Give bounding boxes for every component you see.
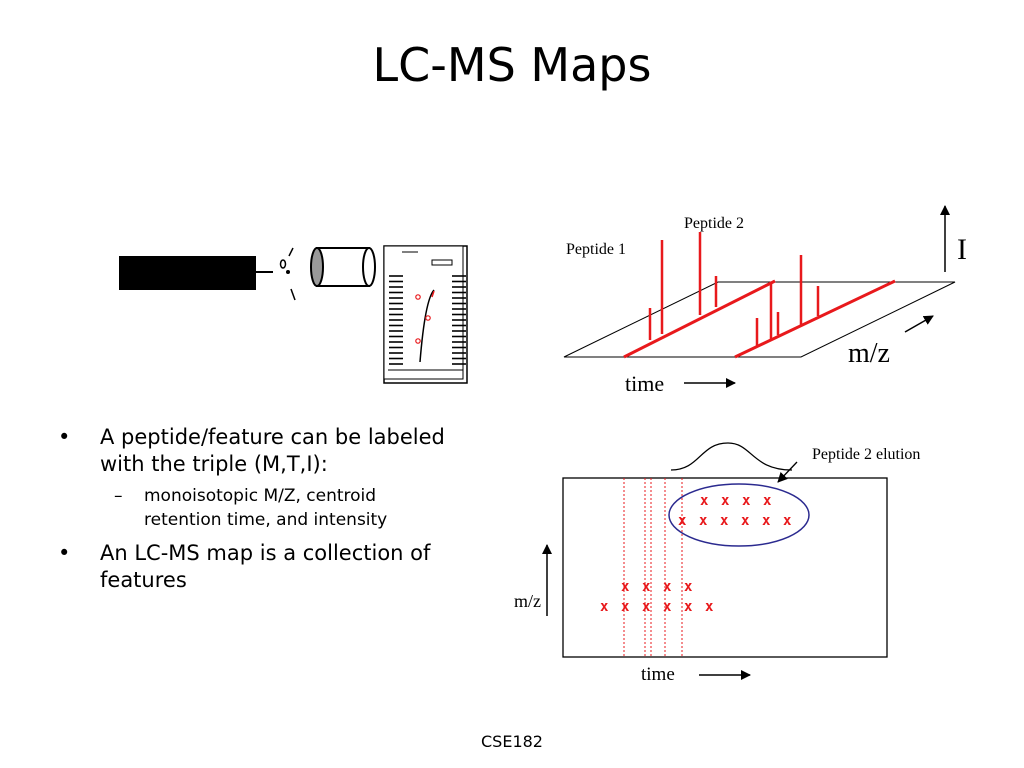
- bullet-list: • A peptide/feature can be labeled with …: [58, 424, 458, 600]
- peptide-peaks: [648, 232, 820, 346]
- detector-point: [415, 338, 421, 344]
- red-time-line-2: [734, 279, 896, 359]
- feature-mark: x: [663, 579, 672, 595]
- sub-bullet-item: – monoisotopic M/Z, centroid retention t…: [58, 484, 458, 532]
- detector-screen: [383, 245, 464, 380]
- feature-mark: x: [684, 599, 693, 615]
- time-axis-label: time: [625, 371, 664, 396]
- mz-axis-label-2d: m/z: [514, 591, 541, 611]
- cylinder-front-face: [310, 247, 324, 287]
- peptide-2-ellipse: [668, 483, 810, 547]
- detector-point: [415, 294, 421, 300]
- detector-curve: [419, 289, 435, 363]
- feature-mark: x: [600, 599, 609, 615]
- elution-label: Peptide 2 elution: [812, 446, 920, 463]
- bullet-item: • A peptide/feature can be labeled with …: [58, 424, 458, 478]
- slide-title: LC-MS Maps: [372, 38, 652, 92]
- footer-label: CSE182: [481, 732, 543, 751]
- elution-pointer-arrow: [777, 461, 798, 483]
- time-axis-label-2d: time: [641, 664, 675, 685]
- feature-mark: x: [741, 513, 750, 529]
- feature-mark: x: [684, 579, 693, 595]
- map-plane: [563, 281, 956, 358]
- feature-mark: x: [678, 513, 687, 529]
- lc-ms-instrument: [119, 245, 468, 384]
- ion-optic-cylinder: [316, 247, 370, 287]
- feature-mark: x: [700, 493, 709, 509]
- feature-mark: x: [621, 599, 630, 615]
- peptide-1-label: Peptide 1: [566, 241, 626, 258]
- bullet-marker: •: [58, 425, 71, 449]
- feature-mark: x: [642, 599, 651, 615]
- cylinder-back-face: [362, 247, 376, 287]
- detector-scale-ticks: [389, 275, 466, 365]
- elution-profile-curve: [670, 442, 793, 471]
- spray-line-top: [288, 247, 294, 257]
- feature-mark: x: [742, 493, 751, 509]
- intensity-axis-label: I: [957, 233, 967, 266]
- detector-point: [425, 315, 431, 321]
- spray-droplet: [279, 259, 287, 269]
- feature-mark: x: [763, 493, 772, 509]
- feature-mark: x: [621, 579, 630, 595]
- feature-mark: x: [642, 579, 651, 595]
- detector-marker: [431, 290, 435, 298]
- lc-column: [119, 256, 256, 290]
- mz-axis-label: m/z: [848, 338, 890, 369]
- peptide-2-label: Peptide 2: [684, 215, 744, 232]
- bullet-marker: •: [58, 541, 71, 565]
- scan-lines: [623, 478, 683, 657]
- lcms-3d-map: Peptide 1 Peptide 2 I m/z time: [563, 205, 967, 396]
- feature-mark: x: [720, 513, 729, 529]
- sub-bullet-text: monoisotopic M/Z, centroid retention tim…: [144, 486, 388, 530]
- bullet-text: An LC-MS map is a collection of features: [100, 541, 431, 592]
- map-frame: [562, 477, 888, 658]
- detector-indicator: [431, 259, 453, 266]
- bullet-item: • An LC-MS map is a collection of featur…: [58, 540, 458, 594]
- bullet-text: A peptide/feature can be labeled with th…: [100, 425, 445, 476]
- feature-mark: x: [783, 513, 792, 529]
- red-time-line-1: [623, 279, 776, 359]
- spray-dot: [286, 270, 290, 274]
- feature-mark: x: [663, 599, 672, 615]
- feature-mark: x: [699, 513, 708, 529]
- spray-line-bottom: [290, 288, 296, 301]
- mz-axis-arrow: [904, 315, 934, 333]
- feature-mark: x: [762, 513, 771, 529]
- feature-mark: x: [705, 599, 714, 615]
- feature-mark: x: [721, 493, 730, 509]
- sub-bullet-marker: –: [114, 486, 123, 506]
